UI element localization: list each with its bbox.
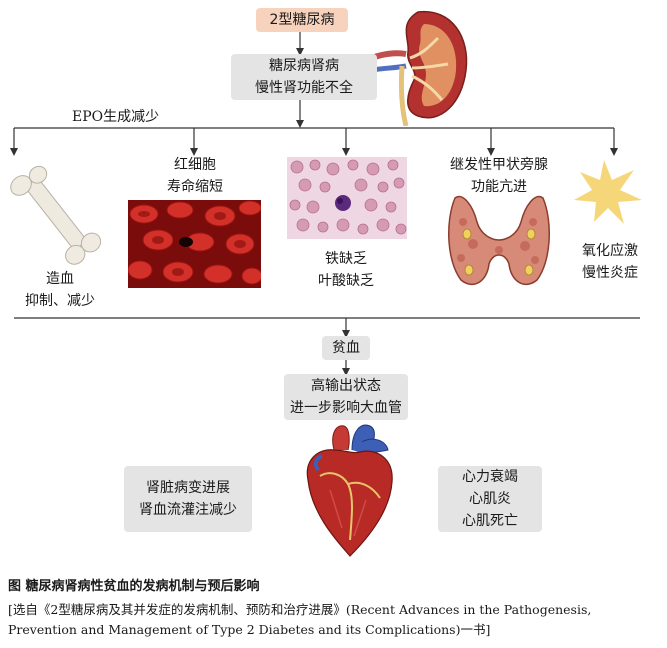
thyroid-gland-illustration [443,192,555,290]
kidney-illustration [362,8,472,126]
nephropathy-line-2: 慢性肾功能不全 [255,77,353,99]
heart-effect-line-2: 心肌炎 [469,488,511,510]
node-anemia: 贫血 [322,336,370,360]
blood-smear-illustration [287,157,407,239]
parathyroid-line-1: 继发性甲状旁腺 [436,154,562,176]
rbc-line-1: 红细胞 [150,154,240,176]
high-output-line-1: 高输出状态 [311,375,381,397]
label-oxidative: 氧化应激 慢性炎症 [568,240,652,284]
node-diabetes: 2型糖尿病 [256,8,348,32]
iron-line-2: 叶酸缺乏 [300,270,392,292]
heart-effect-line-3: 心肌死亡 [462,510,518,532]
rbc-line-2: 寿命缩短 [150,176,240,198]
label-parathyroid: 继发性甲状旁腺 功能亢进 [436,154,562,198]
heart-effect-line-1: 心力衰竭 [462,466,518,488]
bone-marrow-line-2: 抑制、减少 [14,290,106,312]
figure-caption-title: 图 糖尿病肾病性贫血的发病机制与预后影响 [8,577,260,597]
label-epo: EPO生成减少 [72,106,182,128]
heart-illustration [300,420,400,560]
label-iron: 铁缺乏 叶酸缺乏 [300,248,392,292]
femur-bone-illustration [6,158,106,270]
oxidative-line-1: 氧化应激 [568,240,652,262]
red-blood-cells-illustration [128,200,261,288]
label-bone-marrow: 造血 抑制、减少 [14,268,106,312]
node-nephropathy: 糖尿病肾病 慢性肾功能不全 [231,54,377,100]
parathyroid-line-2: 功能亢进 [436,176,562,198]
high-output-line-2: 进一步影响大血管 [290,397,402,419]
oxidative-burst-star [574,160,642,224]
bone-marrow-line-1: 造血 [14,268,106,290]
kidney-effect-line-1: 肾脏病变进展 [146,477,230,499]
node-diabetes-label: 2型糖尿病 [270,9,335,31]
node-heart-effect: 心力衰竭 心肌炎 心肌死亡 [438,466,542,532]
label-rbc: 红细胞 寿命缩短 [150,154,240,198]
iron-line-1: 铁缺乏 [300,248,392,270]
node-high-output: 高输出状态 进一步影响大血管 [284,374,408,420]
kidney-effect-line-2: 肾血流灌注减少 [139,499,237,521]
oxidative-line-2: 慢性炎症 [568,262,652,284]
nephropathy-line-1: 糖尿病肾病 [269,55,339,77]
node-kidney-effect: 肾脏病变进展 肾血流灌注减少 [124,466,252,532]
figure-caption-source: [选自《2型糖尿病及其并发症的发病机制、预防和治疗进展》(Recent Adva… [8,600,660,640]
anemia-label: 贫血 [332,337,360,359]
epo-label: EPO生成减少 [72,106,182,128]
